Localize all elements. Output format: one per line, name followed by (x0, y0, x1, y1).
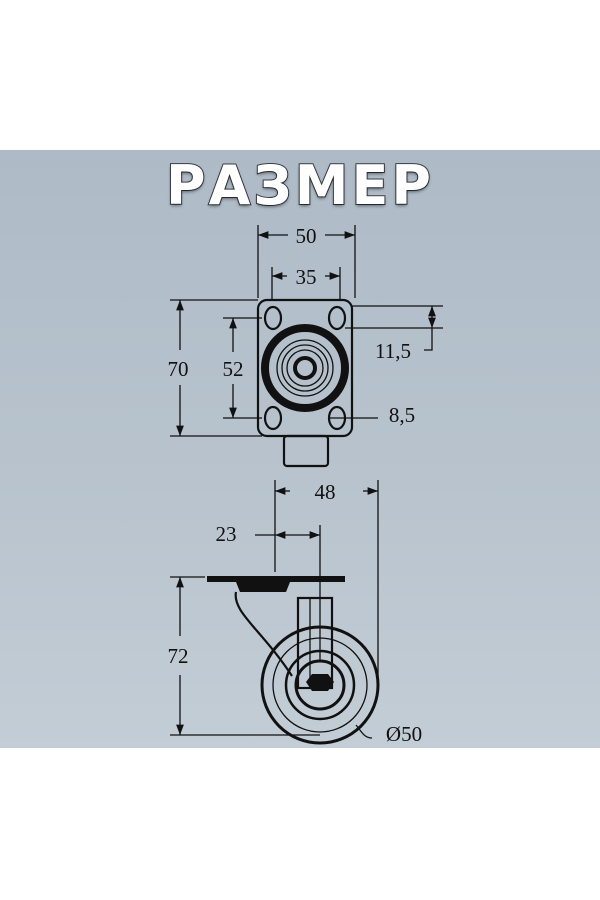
page-title: РАЗМЕР (165, 153, 434, 218)
dim-hole-diameter: 8,5 (389, 403, 415, 427)
axle-nut (306, 674, 334, 691)
dim-wheel-diameter: Ø50 (386, 722, 422, 746)
dim-width-holes: 35 (296, 265, 317, 289)
background-panel (0, 150, 600, 748)
dim-height: 72 (168, 644, 189, 668)
fork-bracket (234, 591, 293, 677)
dim-height-outer: 70 (168, 357, 189, 381)
dim-offset-axle: 23 (216, 522, 237, 546)
stem (282, 434, 330, 468)
top-plate (207, 576, 345, 582)
bolt-hole (263, 405, 283, 431)
dim-hole-offset: 11,5 (375, 339, 411, 363)
mounting-plate (256, 298, 354, 438)
dim-offset-total: 48 (315, 480, 336, 504)
dim-width-outer: 50 (296, 224, 317, 248)
bearing-ring (261, 324, 349, 412)
side-view: 48 23 72 Ø50 (168, 480, 422, 746)
dim-height-holes: 52 (223, 357, 244, 381)
bolt-hole (263, 305, 283, 331)
bolt-hole (327, 305, 347, 331)
top-view: 50 35 70 52 11,5 8,5 (168, 224, 443, 468)
